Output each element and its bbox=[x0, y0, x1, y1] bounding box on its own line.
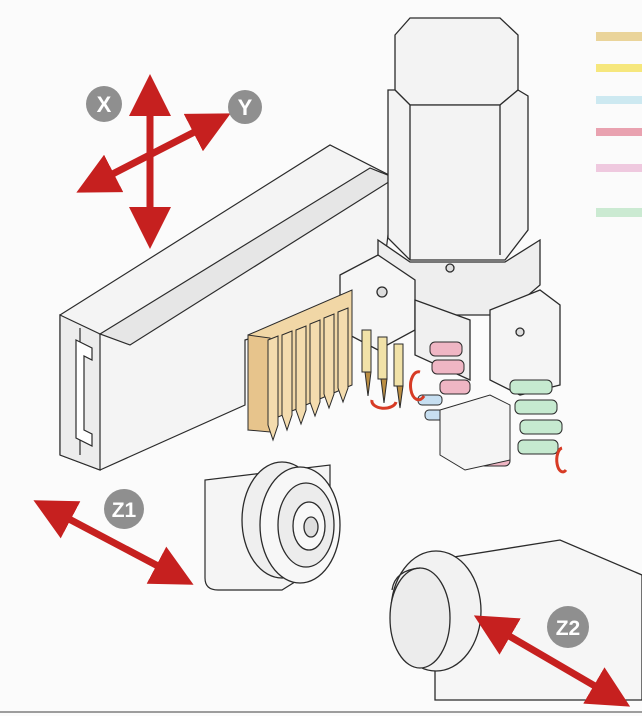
tool-carrier bbox=[439, 394, 511, 471]
z1-badge bbox=[104, 489, 144, 529]
legend-swatch bbox=[596, 128, 642, 136]
legend-swatch bbox=[596, 32, 642, 41]
rotation-arrows bbox=[370, 370, 568, 474]
sub-spindle bbox=[389, 539, 642, 701]
axis-arrows bbox=[33, 74, 631, 707]
legend-swatch bbox=[596, 64, 642, 72]
y-badge bbox=[228, 90, 262, 124]
z2-axis-arrow bbox=[473, 615, 631, 707]
z1-label: Z1 bbox=[112, 499, 137, 522]
machine-slide bbox=[59, 144, 397, 471]
z2-badge bbox=[547, 606, 589, 648]
z2-label: Z2 bbox=[556, 617, 581, 640]
legend bbox=[596, 32, 642, 217]
x-label: X bbox=[97, 92, 112, 117]
green-tools bbox=[509, 379, 563, 455]
axis-badges: X Y Z1 Z2 bbox=[86, 86, 589, 648]
z1-axis-arrow bbox=[33, 500, 194, 585]
y-label: Y bbox=[238, 95, 253, 120]
y-axis-arrow bbox=[76, 113, 231, 193]
legend-swatch bbox=[596, 208, 642, 217]
legend-swatch bbox=[596, 96, 642, 104]
legend-swatch bbox=[596, 164, 642, 172]
main-spindle bbox=[241, 461, 341, 584]
x-badge bbox=[86, 86, 122, 122]
vertical-drills bbox=[361, 329, 404, 409]
gang-tools bbox=[267, 307, 349, 442]
